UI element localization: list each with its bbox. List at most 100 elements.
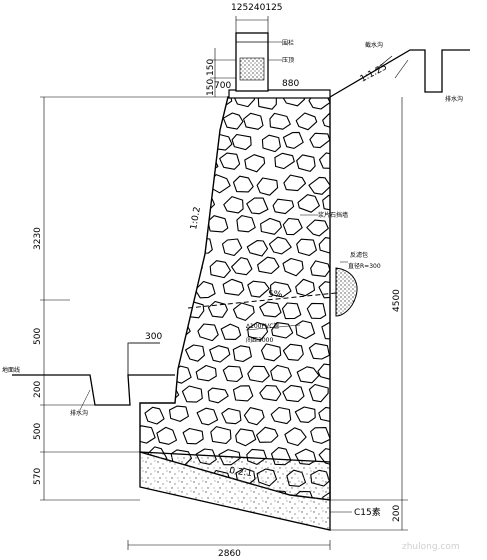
rubble-stone xyxy=(140,133,155,151)
rubble-stone xyxy=(185,344,205,362)
c15-foundation xyxy=(139,451,331,531)
dim-top-wall: 125240125 xyxy=(231,3,283,13)
rubble-stone xyxy=(159,176,182,194)
rubble-stone xyxy=(140,97,155,110)
rubble-stone xyxy=(160,135,183,151)
label-base-slope: 0.2:1 xyxy=(229,466,253,479)
rubble-stone xyxy=(296,366,320,384)
rubble-stone xyxy=(270,281,292,298)
rubble-stone xyxy=(244,154,266,173)
rubble-stone xyxy=(270,406,292,425)
rubble-stone xyxy=(259,301,282,318)
rubble-stone xyxy=(308,97,330,110)
rubble-stone xyxy=(308,383,329,403)
masonry-wall-body xyxy=(139,96,331,501)
rubble-stone xyxy=(247,321,269,341)
rubble-stone xyxy=(268,236,292,255)
rubble-stone xyxy=(171,240,194,257)
rubble-stone xyxy=(223,196,244,214)
rubble-stone xyxy=(171,110,191,129)
rubble-stone xyxy=(147,279,168,298)
label-parapet-note: 压顶 xyxy=(282,57,294,64)
rubble-stone xyxy=(271,322,294,339)
rubble-stone xyxy=(140,301,157,320)
label-drain-spacing: 间距3000 xyxy=(246,336,273,344)
dimension-texts: 125240125 150 150 700 880 3230 500 300 2… xyxy=(33,3,402,559)
rubble-stone xyxy=(321,321,330,340)
rubble-stone xyxy=(318,281,330,299)
rubble-stone xyxy=(144,406,165,425)
label-ditch-right2: 排水沟 xyxy=(445,95,463,103)
rubble-stone xyxy=(140,258,154,277)
rubble-stone xyxy=(207,387,229,404)
rubble-stone xyxy=(232,345,252,363)
rubble-stone xyxy=(318,406,330,423)
rubble-stone xyxy=(159,344,181,363)
rubble-stone xyxy=(221,238,243,257)
rubble-stone xyxy=(295,278,316,297)
rubble-stone xyxy=(167,280,189,298)
rubble-stone xyxy=(232,302,255,321)
rubble-stone xyxy=(169,153,193,170)
rubble-stone xyxy=(157,97,179,107)
rubble-stone xyxy=(140,174,155,191)
rubble-stone xyxy=(296,154,316,172)
rubble-stone xyxy=(247,280,270,298)
rubble-stone xyxy=(243,112,264,130)
rubble-stone xyxy=(181,258,203,277)
rubble-stone xyxy=(156,300,177,317)
rubble-stone xyxy=(195,364,217,382)
rubble-stone xyxy=(182,427,204,445)
rubble-stone xyxy=(145,111,169,130)
rubble-stone xyxy=(282,257,304,277)
watermark: zhulong.com xyxy=(402,542,460,552)
rubble-stone xyxy=(272,198,295,215)
rubble-stone xyxy=(270,364,292,383)
rubble-stone xyxy=(256,426,279,443)
rubble-stone xyxy=(318,152,330,169)
rubble-stone xyxy=(310,260,330,277)
rubble-stone xyxy=(147,153,169,170)
rubble-stone xyxy=(261,134,281,153)
rubble-stone xyxy=(233,97,256,108)
rubble-stone xyxy=(274,152,295,170)
dim-base-width: 2860 xyxy=(218,549,241,559)
dim-total-height: 4500 xyxy=(392,289,402,312)
rubble-stone xyxy=(210,426,232,445)
rubble-stone xyxy=(282,131,304,149)
rubble-stone xyxy=(246,197,269,215)
rubble-stone xyxy=(260,343,282,362)
rubble-stone xyxy=(247,365,270,383)
rubble-stone xyxy=(282,217,303,236)
rubble-stone xyxy=(232,175,254,193)
label-front-slope: 1:0.2 xyxy=(189,206,203,230)
label-fence: 围栏 xyxy=(282,39,294,47)
dim-parapet-2: 150 xyxy=(206,79,216,96)
rubble-stone xyxy=(147,491,168,500)
rubble-stone xyxy=(246,240,269,257)
rubble-stone xyxy=(207,300,228,318)
rubble-stone xyxy=(220,323,242,340)
label-masonry: 浆片石挡墙 xyxy=(318,211,348,219)
rubble-stone xyxy=(147,197,170,215)
label-filter: 反滤包 xyxy=(350,251,368,259)
rubble-stone xyxy=(235,428,257,447)
dim-cap-right: 880 xyxy=(282,79,299,89)
rubble-stone xyxy=(259,384,282,402)
label-ditch-left: 排水沟 xyxy=(70,409,88,417)
rubble-stone xyxy=(260,217,282,235)
rubble-stone xyxy=(140,214,156,233)
rubble-stone xyxy=(172,198,194,215)
rubble-stone xyxy=(140,346,153,363)
label-foundation: C15素 xyxy=(354,506,381,518)
label-drain-slope: 5% xyxy=(268,290,283,300)
rubble-stone xyxy=(256,177,279,196)
label-ground-left: 地面线 xyxy=(2,366,20,374)
rubble-stone xyxy=(282,343,304,361)
dim-wall-height: 3230 xyxy=(33,227,43,250)
rubble-stone xyxy=(196,407,219,426)
rubble-stone xyxy=(221,407,242,425)
rubble-stone xyxy=(232,385,254,402)
rubble-stone xyxy=(140,425,156,444)
